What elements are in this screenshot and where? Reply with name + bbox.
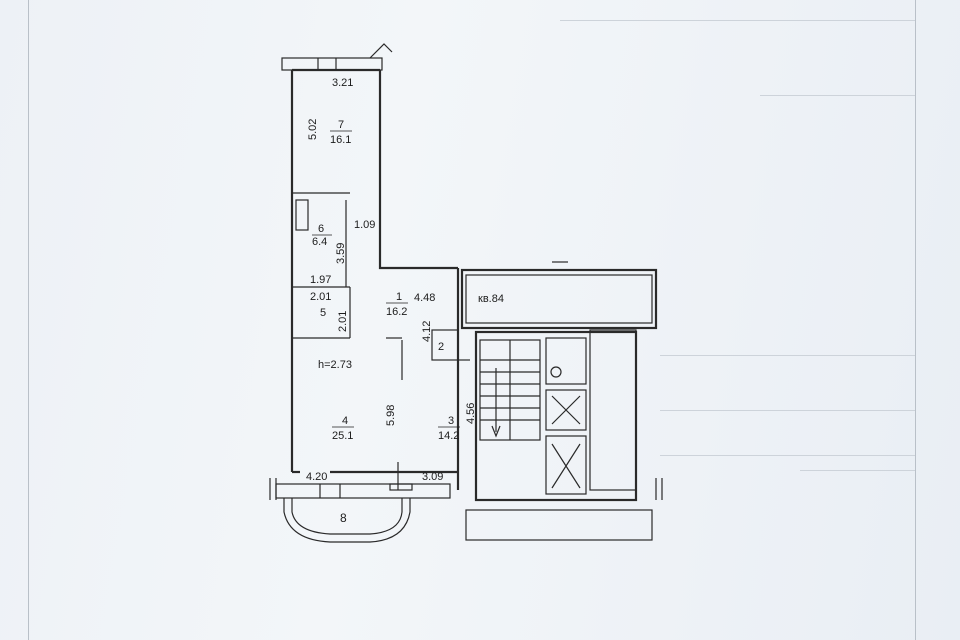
- dim-room6-width: 1.97: [310, 274, 331, 286]
- room5-number: 5: [320, 307, 326, 319]
- dim-room2-length: 4.12: [421, 321, 433, 342]
- dim-corridor-width: 1.09: [354, 219, 375, 231]
- page-frame-left: [28, 0, 29, 640]
- page-frame-right: [915, 0, 916, 640]
- room6-area: 6.4: [312, 236, 327, 248]
- stair-arrow: [491, 368, 501, 438]
- garbage-chute: [545, 337, 587, 385]
- room4-area: 25.1: [332, 430, 353, 442]
- stove-icon: [295, 199, 309, 231]
- elevator-small: [545, 389, 587, 431]
- room8-number: 8: [340, 511, 347, 525]
- apartment-84-box: [460, 268, 658, 330]
- bleed-line: [760, 95, 915, 96]
- dim-room3-length: 5.98: [385, 405, 397, 426]
- room3-number: 3: [448, 415, 454, 427]
- dim-room4-width: 4.20: [306, 471, 327, 483]
- closet-room-2: [431, 329, 459, 361]
- apartment-84-label: кв.84: [478, 293, 504, 305]
- dim-room5-length: 2.01: [337, 311, 349, 332]
- dim-balcony-width: 3.21: [332, 77, 353, 89]
- room6-number: 6: [318, 223, 324, 235]
- landing-bottom: [465, 509, 653, 541]
- room3-area: 14.2: [438, 430, 459, 442]
- dim-room5-width: 2.01: [310, 291, 331, 303]
- window-bottom: [275, 483, 451, 499]
- room2-number: 2: [438, 341, 444, 353]
- dim-room3-width: 3.09: [422, 471, 443, 483]
- room7-number: 7: [338, 119, 344, 131]
- bleed-line: [800, 470, 915, 471]
- room1-area: 16.2: [386, 306, 407, 318]
- balcony-top: [281, 57, 383, 71]
- dim-room6-length: 3.59: [335, 243, 347, 264]
- bleed-line: [660, 455, 915, 456]
- room1-number: 1: [396, 291, 402, 303]
- dim-room7-length: 5.02: [307, 119, 319, 140]
- chute-circle-icon: [550, 366, 562, 378]
- elevator-large: [545, 435, 587, 495]
- bleed-line: [660, 355, 915, 356]
- room4-number: 4: [342, 415, 348, 427]
- balcony-door-swing: [369, 43, 393, 59]
- dim-stair-length: 4.56: [465, 403, 477, 424]
- ceiling-height: h=2.73: [318, 359, 352, 371]
- stair-core: [474, 330, 638, 502]
- wall-inner-corridor: [378, 70, 458, 270]
- bay-balcony-8: [283, 498, 411, 543]
- bleed-line: [560, 20, 915, 21]
- bleed-line: [660, 410, 915, 411]
- dim-hall-width: 4.48: [414, 292, 435, 304]
- room7-area: 16.1: [330, 134, 351, 146]
